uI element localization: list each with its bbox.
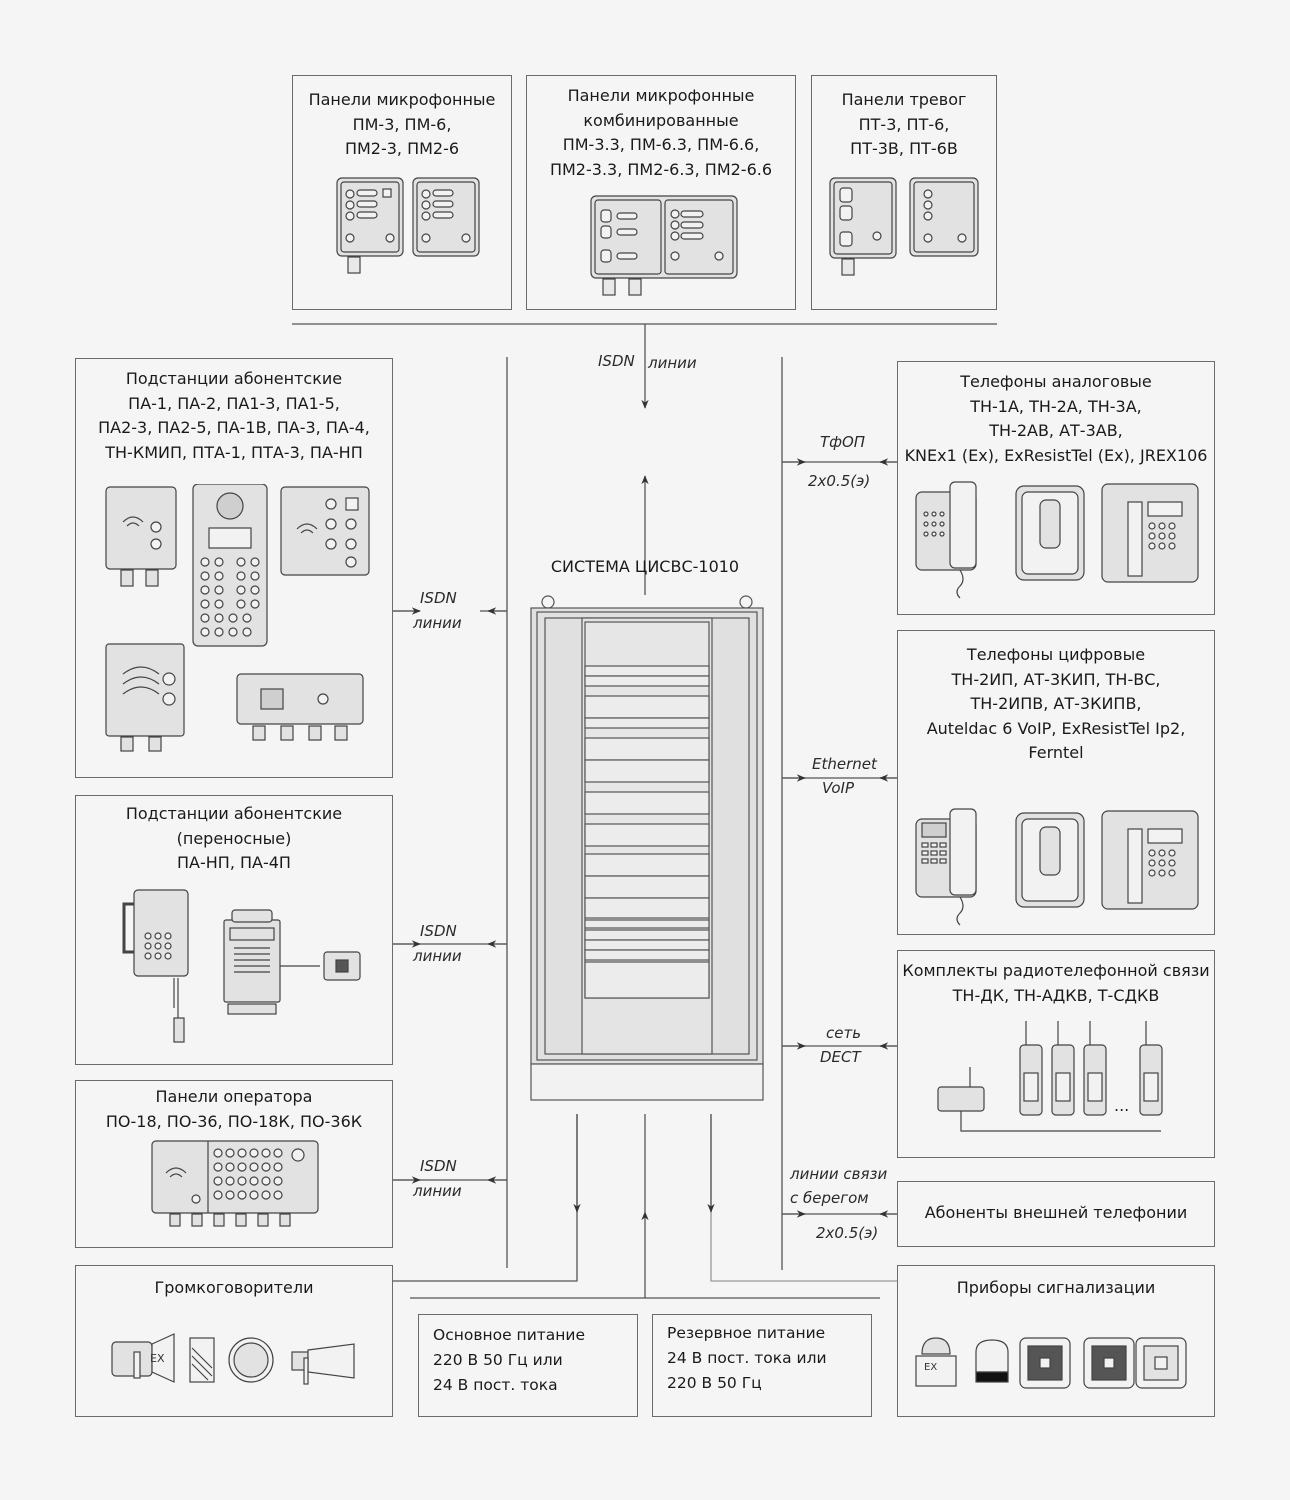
label-left2-isdn: ISDN <box>420 922 457 940</box>
block-title: Комплекты радиотелефонной связи ТН-ДК, Т… <box>902 961 1210 1005</box>
dect-kit-icon: ... <box>937 1021 1163 1132</box>
main-power-text: Основное питание 220 В 50 Гц или 24 В по… <box>433 1326 586 1394</box>
operator-panel-icon <box>151 1140 319 1227</box>
block-external-subscribers: Абоненты внешней телефонии <box>897 1181 1215 1247</box>
block-alarm-panels: Панели тревог ПТ-3, ПТ-6, ПТ-3В, ПТ-6В <box>811 75 997 310</box>
block-loudspeakers: Громкоговорители EX <box>75 1265 393 1417</box>
backup-power-text: Резервное питание 24 В пост. тока или 22… <box>667 1324 827 1392</box>
block-title: Панели тревог ПТ-3, ПТ-6, ПТ-3В, ПТ-6В <box>841 90 967 158</box>
label-left1-lines: линии <box>413 614 462 632</box>
rack-cabinet-icon <box>530 595 764 1101</box>
label-left3-lines: линии <box>413 1182 462 1200</box>
label-shore: с берегом <box>790 1189 869 1207</box>
block-title: Громкоговорители <box>154 1278 314 1297</box>
horn-loudspeaker-icon <box>291 1343 355 1385</box>
block-portable-substations: Подстанции абонентские (переносные) ПА-Н… <box>75 795 393 1065</box>
block-mic-panels-combined: Панели микрофонные комбинированные ПМ-3.… <box>526 75 796 310</box>
label-network: сеть <box>826 1024 862 1042</box>
label-pstn-cable: 2x0.5(э) <box>808 472 871 490</box>
mic-panel-icon <box>336 177 480 274</box>
analog-phones-icons <box>915 481 1199 599</box>
label-left2-lines: линии <box>413 947 462 965</box>
ex-beacon-icon <box>915 1337 957 1387</box>
label-voip: VoIP <box>822 779 855 797</box>
substations-icon <box>105 484 370 752</box>
label-top-isdn: ISDN <box>598 352 635 370</box>
block-title: Телефоны цифровые ТН-2ИП, АТ-3КИП, ТН-ВС… <box>926 645 1186 762</box>
block-title: Подстанции абонентские ПА-1, ПА-2, ПА1-3… <box>98 369 370 462</box>
ex-label: EX <box>924 1362 937 1373</box>
block-mic-panels: Панели микрофонные ПМ-3, ПМ-6, ПМ2-3, ПМ… <box>292 75 512 310</box>
signal-devices-icons: EX <box>915 1337 1187 1389</box>
block-title: Абоненты внешней телефонии <box>924 1203 1188 1222</box>
block-title: Подстанции абонентские (переносные) ПА-Н… <box>125 804 343 872</box>
alarm-panel-icon <box>829 177 979 276</box>
block-radio-kits: Комплекты радиотелефонной связи ТН-ДК, Т… <box>897 950 1215 1158</box>
flash-light-icon <box>1135 1337 1187 1389</box>
block-analog-phones: Телефоны аналоговые ТН-1А, ТН-2А, ТН-3А,… <box>897 361 1215 615</box>
label-top-lines: линии <box>648 354 697 372</box>
block-substations: Подстанции абонентские ПА-1, ПА-2, ПА1-3… <box>75 358 393 778</box>
block-main-power: Основное питание 220 В 50 Гц или 24 В по… <box>418 1314 638 1417</box>
block-title: Панели оператора ПО-18, ПО-36, ПО-18К, П… <box>105 1087 363 1131</box>
rotating-beacon-icon <box>975 1339 1009 1383</box>
block-title: Панели микрофонные ПМ-3, ПМ-6, ПМ2-3, ПМ… <box>308 90 496 158</box>
system-title: СИСТЕМА ЦИСВС-1010 <box>550 557 740 576</box>
label-shore-cable: 2x0.5(э) <box>816 1224 879 1242</box>
block-operator-panels: Панели оператора ПО-18, ПО-36, ПО-18К, П… <box>75 1080 393 1248</box>
ex-horn-loudspeaker-icon <box>111 1333 175 1383</box>
ex-label: EX <box>150 1352 165 1365</box>
label-dect: DECT <box>820 1048 861 1066</box>
column-loudspeaker-icon <box>189 1337 215 1383</box>
more-handsets-ellipsis: ... <box>1114 1096 1129 1115</box>
combined-mic-panel-icon <box>590 195 738 296</box>
block-digital-phones: Телефоны цифровые ТН-2ИП, АТ-3КИП, ТН-ВС… <box>897 630 1215 935</box>
block-backup-power: Резервное питание 24 В пост. тока или 22… <box>652 1314 872 1417</box>
digital-phones-icons <box>915 808 1199 926</box>
sounder-icon <box>1019 1337 1071 1389</box>
label-shore-lines: линии связи <box>790 1165 888 1183</box>
portable-substation-icon <box>122 889 361 1043</box>
label-left3-isdn: ISDN <box>420 1157 457 1175</box>
combined-sounder-icon <box>1083 1337 1135 1389</box>
label-ethernet: Ethernet <box>812 755 877 773</box>
loudspeakers-icons: EX <box>111 1333 355 1385</box>
ceiling-loudspeaker-icon <box>228 1337 274 1383</box>
block-title: Телефоны аналоговые ТН-1А, ТН-2А, ТН-3А,… <box>904 372 1208 465</box>
label-pstn: ТфОП <box>820 433 866 451</box>
block-signal-devices: Приборы сигнализации EX <box>897 1265 1215 1417</box>
label-left1-isdn: ISDN <box>420 589 457 607</box>
block-title: Приборы сигнализации <box>956 1278 1156 1297</box>
block-title: Панели микрофонные комбинированные ПМ-3.… <box>549 86 773 179</box>
